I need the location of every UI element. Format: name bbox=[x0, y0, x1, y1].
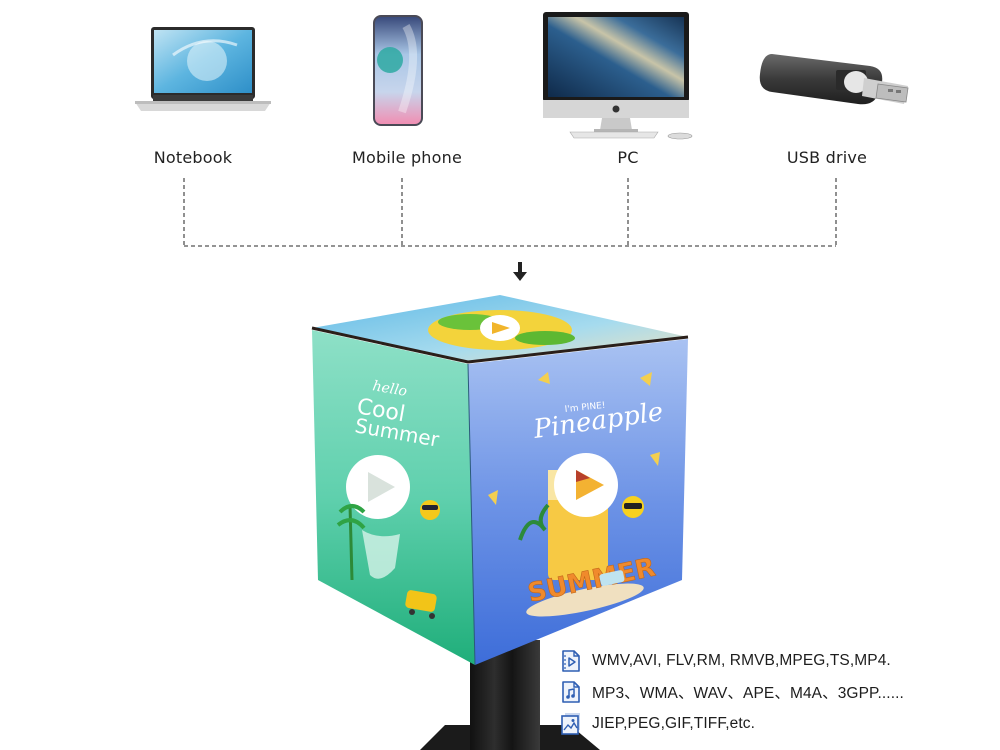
top-face-graphic bbox=[428, 310, 575, 350]
audio-formats-text: MP3、WMA、WAV、APE、M4A、3GPP...... bbox=[592, 685, 904, 702]
desktop-computer-icon bbox=[543, 12, 693, 140]
notebook-device bbox=[133, 25, 273, 117]
pc-label: PC bbox=[617, 148, 639, 167]
format-row-video: WMV,AVI, FLV,RM, RMVB,MPEG,TS,MP4. bbox=[560, 647, 891, 675]
laptop-icon bbox=[135, 27, 271, 111]
mobile-label: Mobile phone bbox=[351, 148, 463, 167]
audio-file-icon bbox=[562, 681, 580, 703]
video-formats-text: WMV,AVI, FLV,RM, RMVB,MPEG,TS,MP4. bbox=[592, 652, 891, 669]
play-icon bbox=[368, 472, 395, 502]
usb-device bbox=[758, 48, 914, 110]
pc-device bbox=[540, 10, 700, 140]
mobile-device bbox=[372, 14, 424, 127]
smartphone-icon bbox=[373, 15, 423, 126]
format-row-audio: MP3、WMA、WAV、APE、M4A、3GPP...... bbox=[560, 678, 904, 706]
format-row-image: JIEP,PEG,GIF,TIFF,etc. bbox=[560, 710, 755, 738]
image-file-icon bbox=[561, 713, 580, 735]
dashed-connector bbox=[183, 178, 837, 247]
right-face-small: I'm PINE! bbox=[564, 401, 606, 415]
notebook-label: Notebook bbox=[153, 148, 233, 167]
usb-label: USB drive bbox=[786, 148, 868, 167]
left-face-script: hello bbox=[371, 378, 408, 400]
cube-led-display: hello Cool Summer I'm PINE! Pineapple SU… bbox=[311, 295, 689, 750]
down-arrow-icon bbox=[513, 262, 527, 281]
image-formats-text: JIEP,PEG,GIF,TIFF,etc. bbox=[592, 715, 755, 732]
usb-drive-icon bbox=[759, 54, 909, 105]
video-file-icon bbox=[562, 650, 580, 672]
